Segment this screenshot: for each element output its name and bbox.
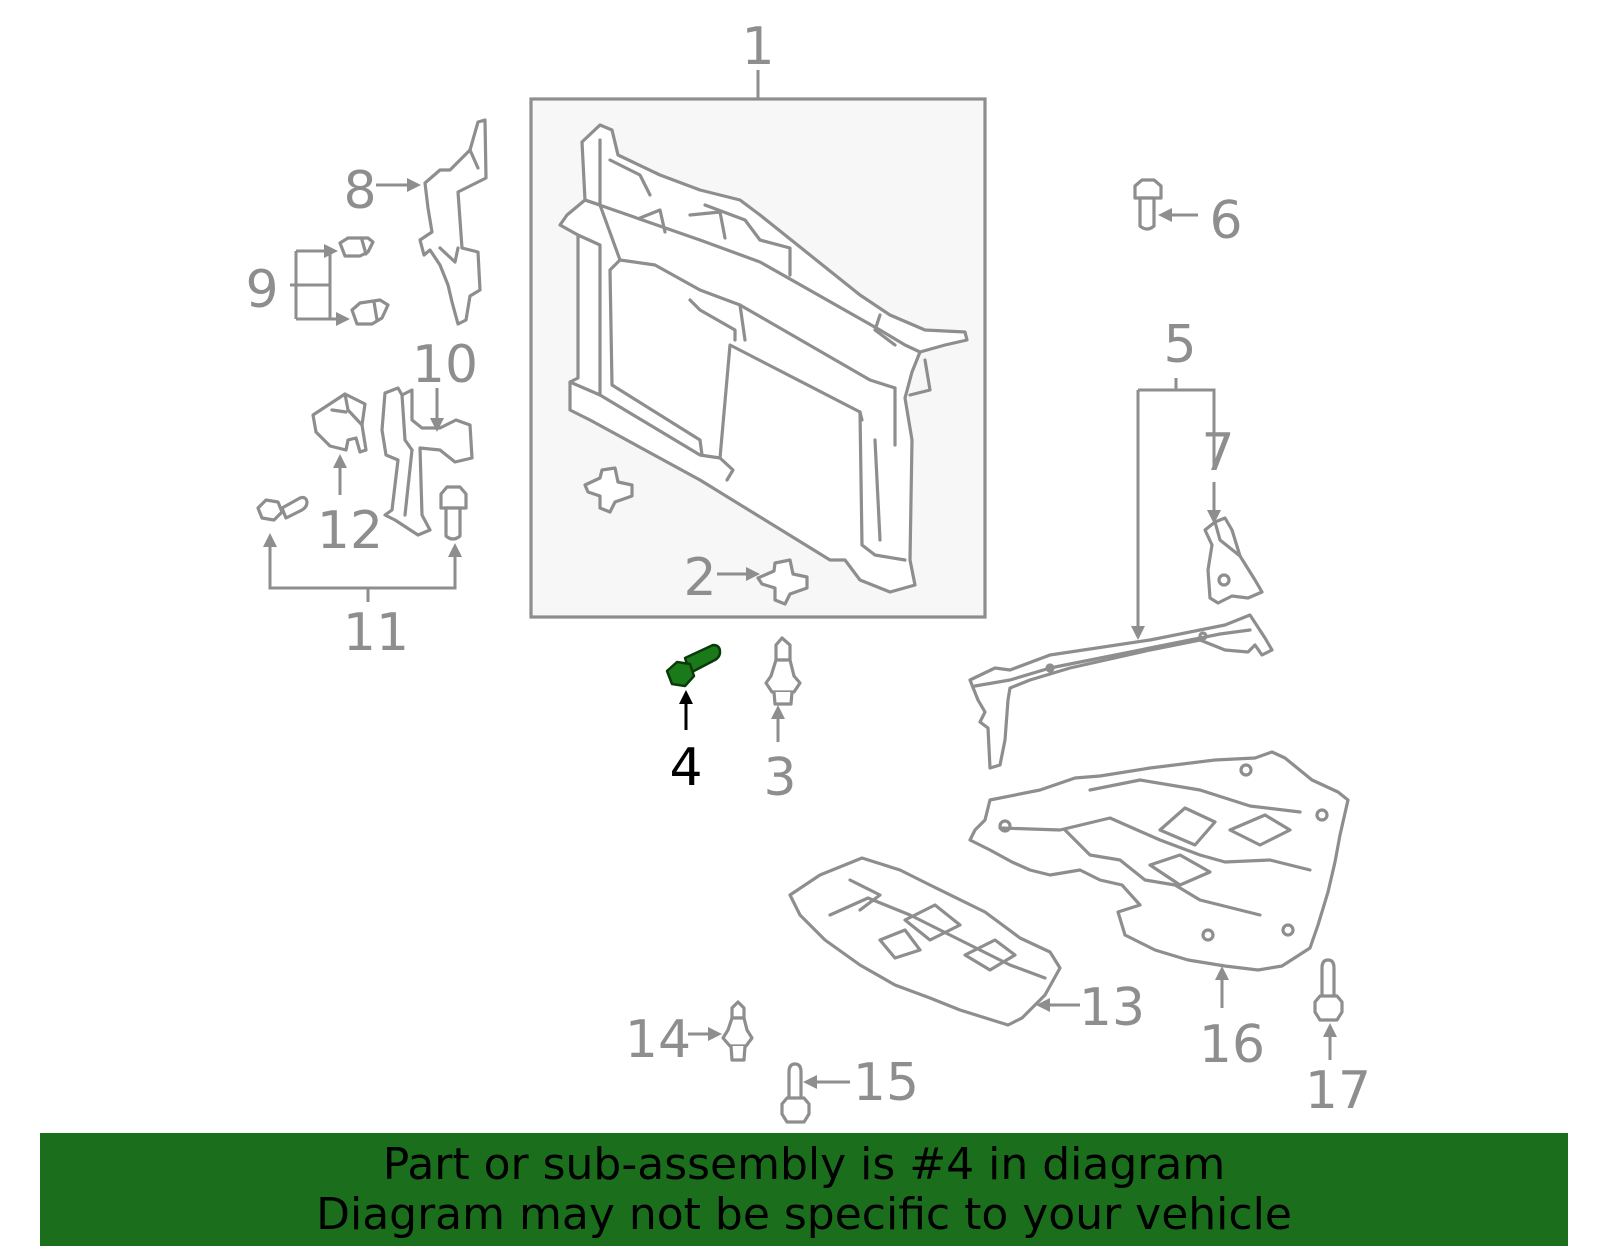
banner-line-2: Diagram may not be specific to your vehi… bbox=[316, 1188, 1292, 1240]
leader-13 bbox=[1036, 998, 1080, 1012]
callout-13: 13 bbox=[1079, 978, 1145, 1038]
part-10-bracket[interactable] bbox=[380, 386, 474, 537]
part-17-bolt[interactable] bbox=[1313, 958, 1344, 1022]
callout-10: 10 bbox=[412, 335, 478, 395]
leader-8 bbox=[376, 178, 421, 192]
part-11-bolt-left[interactable] bbox=[256, 495, 309, 522]
leader-7 bbox=[1207, 482, 1221, 524]
callout-3: 3 bbox=[763, 748, 796, 808]
part-13-under-cover[interactable] bbox=[788, 856, 1062, 1027]
part-14-push-pin[interactable] bbox=[721, 1000, 754, 1062]
leader-12 bbox=[333, 454, 347, 495]
part-12-bracket[interactable] bbox=[311, 392, 368, 454]
leader-15 bbox=[803, 1075, 850, 1089]
leader-16 bbox=[1215, 966, 1229, 1008]
callout-16: 16 bbox=[1199, 1015, 1265, 1075]
part-6-bolt[interactable] bbox=[1133, 178, 1163, 231]
part-5-crossmember[interactable] bbox=[968, 613, 1274, 770]
leader-3 bbox=[771, 705, 785, 742]
part-4-bolt-highlighted[interactable] bbox=[665, 643, 722, 688]
part-3-push-pin[interactable] bbox=[764, 636, 802, 706]
callout-4: 4 bbox=[669, 738, 702, 798]
callout-17: 17 bbox=[1305, 1061, 1371, 1121]
callout-6: 6 bbox=[1209, 191, 1242, 251]
leader-10 bbox=[430, 388, 444, 432]
leader-6 bbox=[1158, 208, 1198, 222]
callout-2: 2 bbox=[683, 548, 716, 608]
callout-11: 11 bbox=[343, 603, 409, 663]
radiator-support-frame[interactable] bbox=[558, 123, 969, 594]
part-15-bolt[interactable] bbox=[780, 1062, 811, 1124]
clip-nut-inside-box[interactable] bbox=[583, 466, 634, 514]
info-banner: Part or sub-assembly is #4 in diagram Di… bbox=[40, 1133, 1568, 1246]
part-11-bolt-right[interactable] bbox=[439, 485, 468, 541]
callout-14: 14 bbox=[625, 1010, 691, 1070]
callout-1: 1 bbox=[741, 17, 774, 77]
callout-5: 5 bbox=[1163, 315, 1196, 375]
part-16-under-cover[interactable] bbox=[968, 750, 1350, 972]
callout-8: 8 bbox=[343, 161, 376, 221]
leader-17 bbox=[1323, 1023, 1337, 1060]
part-8-bracket[interactable] bbox=[418, 118, 488, 326]
callout-7: 7 bbox=[1201, 423, 1234, 483]
leader-9 bbox=[290, 244, 350, 326]
banner-line-1: Part or sub-assembly is #4 in diagram bbox=[382, 1138, 1226, 1190]
leader-4 bbox=[679, 690, 693, 730]
part-9-clip-lower[interactable] bbox=[350, 298, 390, 326]
leader-2 bbox=[717, 567, 760, 581]
callout-15: 15 bbox=[853, 1053, 919, 1113]
part-2-clip-nut[interactable] bbox=[756, 558, 809, 606]
part-9-clip-upper[interactable] bbox=[338, 236, 375, 258]
callout-9: 9 bbox=[245, 260, 278, 320]
leader-14 bbox=[688, 1027, 722, 1041]
leader-11 bbox=[263, 533, 462, 602]
leader-5 bbox=[1131, 378, 1216, 640]
part-7-bracket[interactable] bbox=[1203, 516, 1264, 605]
callout-12: 12 bbox=[317, 501, 383, 561]
